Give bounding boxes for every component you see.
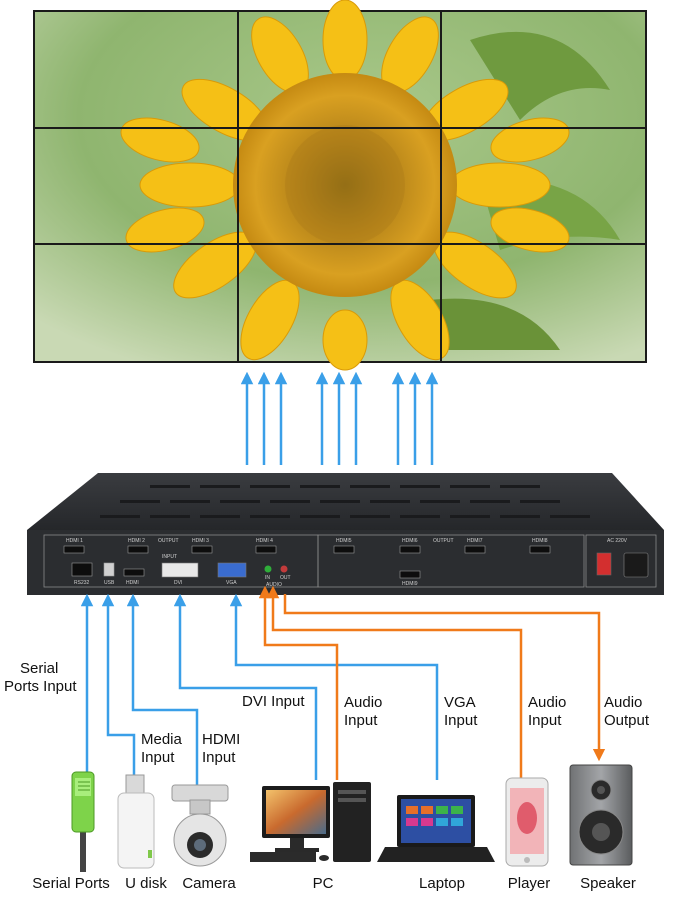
hdmi-out-6-port [399, 545, 421, 554]
hdmi-out-2-port [127, 545, 149, 554]
power-switch [596, 552, 612, 576]
hdmi-in-port [123, 568, 145, 577]
audio-out-line [283, 594, 606, 762]
processor-front [27, 530, 664, 595]
hdmi-in-label: HDMI [126, 580, 139, 586]
hdmi-input-label-line2: Input [202, 749, 236, 766]
hdmi-out-3-port [191, 545, 213, 554]
hdmi-out-1-label: HDMI 1 [66, 538, 83, 544]
vga-port [217, 562, 247, 578]
u-disk-device [117, 774, 155, 869]
vga-input-label-line2: Input [444, 712, 478, 729]
audio-input-player-label: Audio Input [528, 694, 566, 730]
dvi-label: DVI [174, 580, 182, 586]
hdmi-out-2-label: HDMI 2 [128, 538, 145, 544]
serial-input-label: Serial Ports Input [4, 660, 77, 696]
media-input-label-line1: Media [141, 731, 182, 748]
laptop-name: Laptop [419, 875, 465, 892]
hdmi-out-8-port [529, 545, 551, 554]
hdmi-out-4-port [255, 545, 277, 554]
sunflower-petals [120, 0, 570, 371]
audio-input-pc-label: Audio Input [344, 694, 382, 730]
hdmi-out-6-label: HDMI6 [402, 538, 418, 544]
hdmi-out-1-port [63, 545, 85, 554]
audio-input-pc-label-line2: Input [344, 712, 378, 729]
audio-in-pc-line [258, 585, 339, 780]
hdmi-out-9-port [399, 570, 421, 579]
audio-in-port [264, 565, 272, 573]
speaker-name: Speaker [580, 875, 636, 892]
audio-out-label: OUT [280, 575, 291, 581]
audio-output-label-line2: Output [604, 712, 650, 729]
pc-name: PC [312, 875, 334, 892]
speaker-device [569, 764, 633, 866]
camera-name: Camera [182, 875, 236, 892]
usb-port [103, 562, 115, 577]
usb-line [101, 593, 136, 780]
hdmi-out-3-label: HDMI 3 [192, 538, 209, 544]
audio-input-pc-label-line1: Audio [344, 694, 383, 711]
serial-input-label-line1: Serial [20, 660, 59, 677]
video-wall-bezels [35, 12, 645, 361]
audio-out-port [280, 565, 288, 573]
connection-lines [80, 585, 606, 790]
audio-in-player-line [266, 585, 523, 785]
output-group-right-label: OUTPUT [433, 538, 454, 544]
hdmi-out-4-label: HDMI 4 [256, 538, 273, 544]
video-wall-processor: HDMI 1 HDMI 2 OUTPUT HDMI 3 HDMI 4 HDMI5… [27, 473, 664, 595]
audio-input-player-label-line1: Audio [528, 694, 567, 711]
hdmi-out-5-port [333, 545, 355, 554]
input-group-label: INPUT [162, 554, 177, 560]
audio-in-label: IN [265, 575, 270, 581]
vga-label: VGA [226, 580, 237, 586]
vga-input-label-line1: VGA [444, 694, 476, 711]
audio-input-player-label-line2: Input [528, 712, 562, 729]
player-name: Player [507, 875, 551, 892]
power-label: AC 220V [607, 538, 628, 544]
hdmi-out-9-label: HDMI9 [402, 581, 418, 587]
media-input-label: Media Input [141, 731, 182, 767]
audio-output-label: Audio Output [604, 694, 649, 730]
hdmi-input-label-line1: HDMI [202, 731, 241, 748]
dvi-input-label: DVI Input [242, 693, 305, 710]
output-group-left-label: OUTPUT [158, 538, 179, 544]
laptop-device [377, 795, 495, 862]
hdmi-out-8-label: HDMI8 [532, 538, 548, 544]
dvi-port [161, 562, 199, 578]
audio-group-label: AUDIO [266, 582, 282, 588]
camera-device [171, 784, 229, 867]
vga-input-label: VGA Input [444, 694, 477, 730]
rs232-port [71, 562, 93, 577]
output-arrows [240, 371, 439, 465]
dvi-line [173, 593, 318, 780]
audio-output-label-line1: Audio [604, 694, 643, 711]
u-disk-name: U disk [125, 875, 167, 892]
processor-vents [100, 485, 590, 518]
usb-label: USB [104, 580, 115, 586]
video-wall [33, 0, 647, 371]
hdmi-out-7-port [464, 545, 486, 554]
serial-ports-device [71, 771, 95, 872]
pc-device [250, 782, 371, 862]
player-device [505, 777, 549, 867]
serial-ports-name: Serial Ports [32, 875, 110, 892]
hdmi-out-7-label: HDMI7 [467, 538, 483, 544]
hdmi-line [126, 593, 199, 790]
serial-input-label-line2: Ports Input [4, 678, 77, 695]
hdmi-input-label: HDMI Input [202, 731, 240, 767]
rs232-label: RS232 [74, 580, 90, 586]
media-input-label-line2: Input [141, 749, 175, 766]
power-socket [623, 552, 649, 578]
hdmi-out-5-label: HDMI5 [336, 538, 352, 544]
